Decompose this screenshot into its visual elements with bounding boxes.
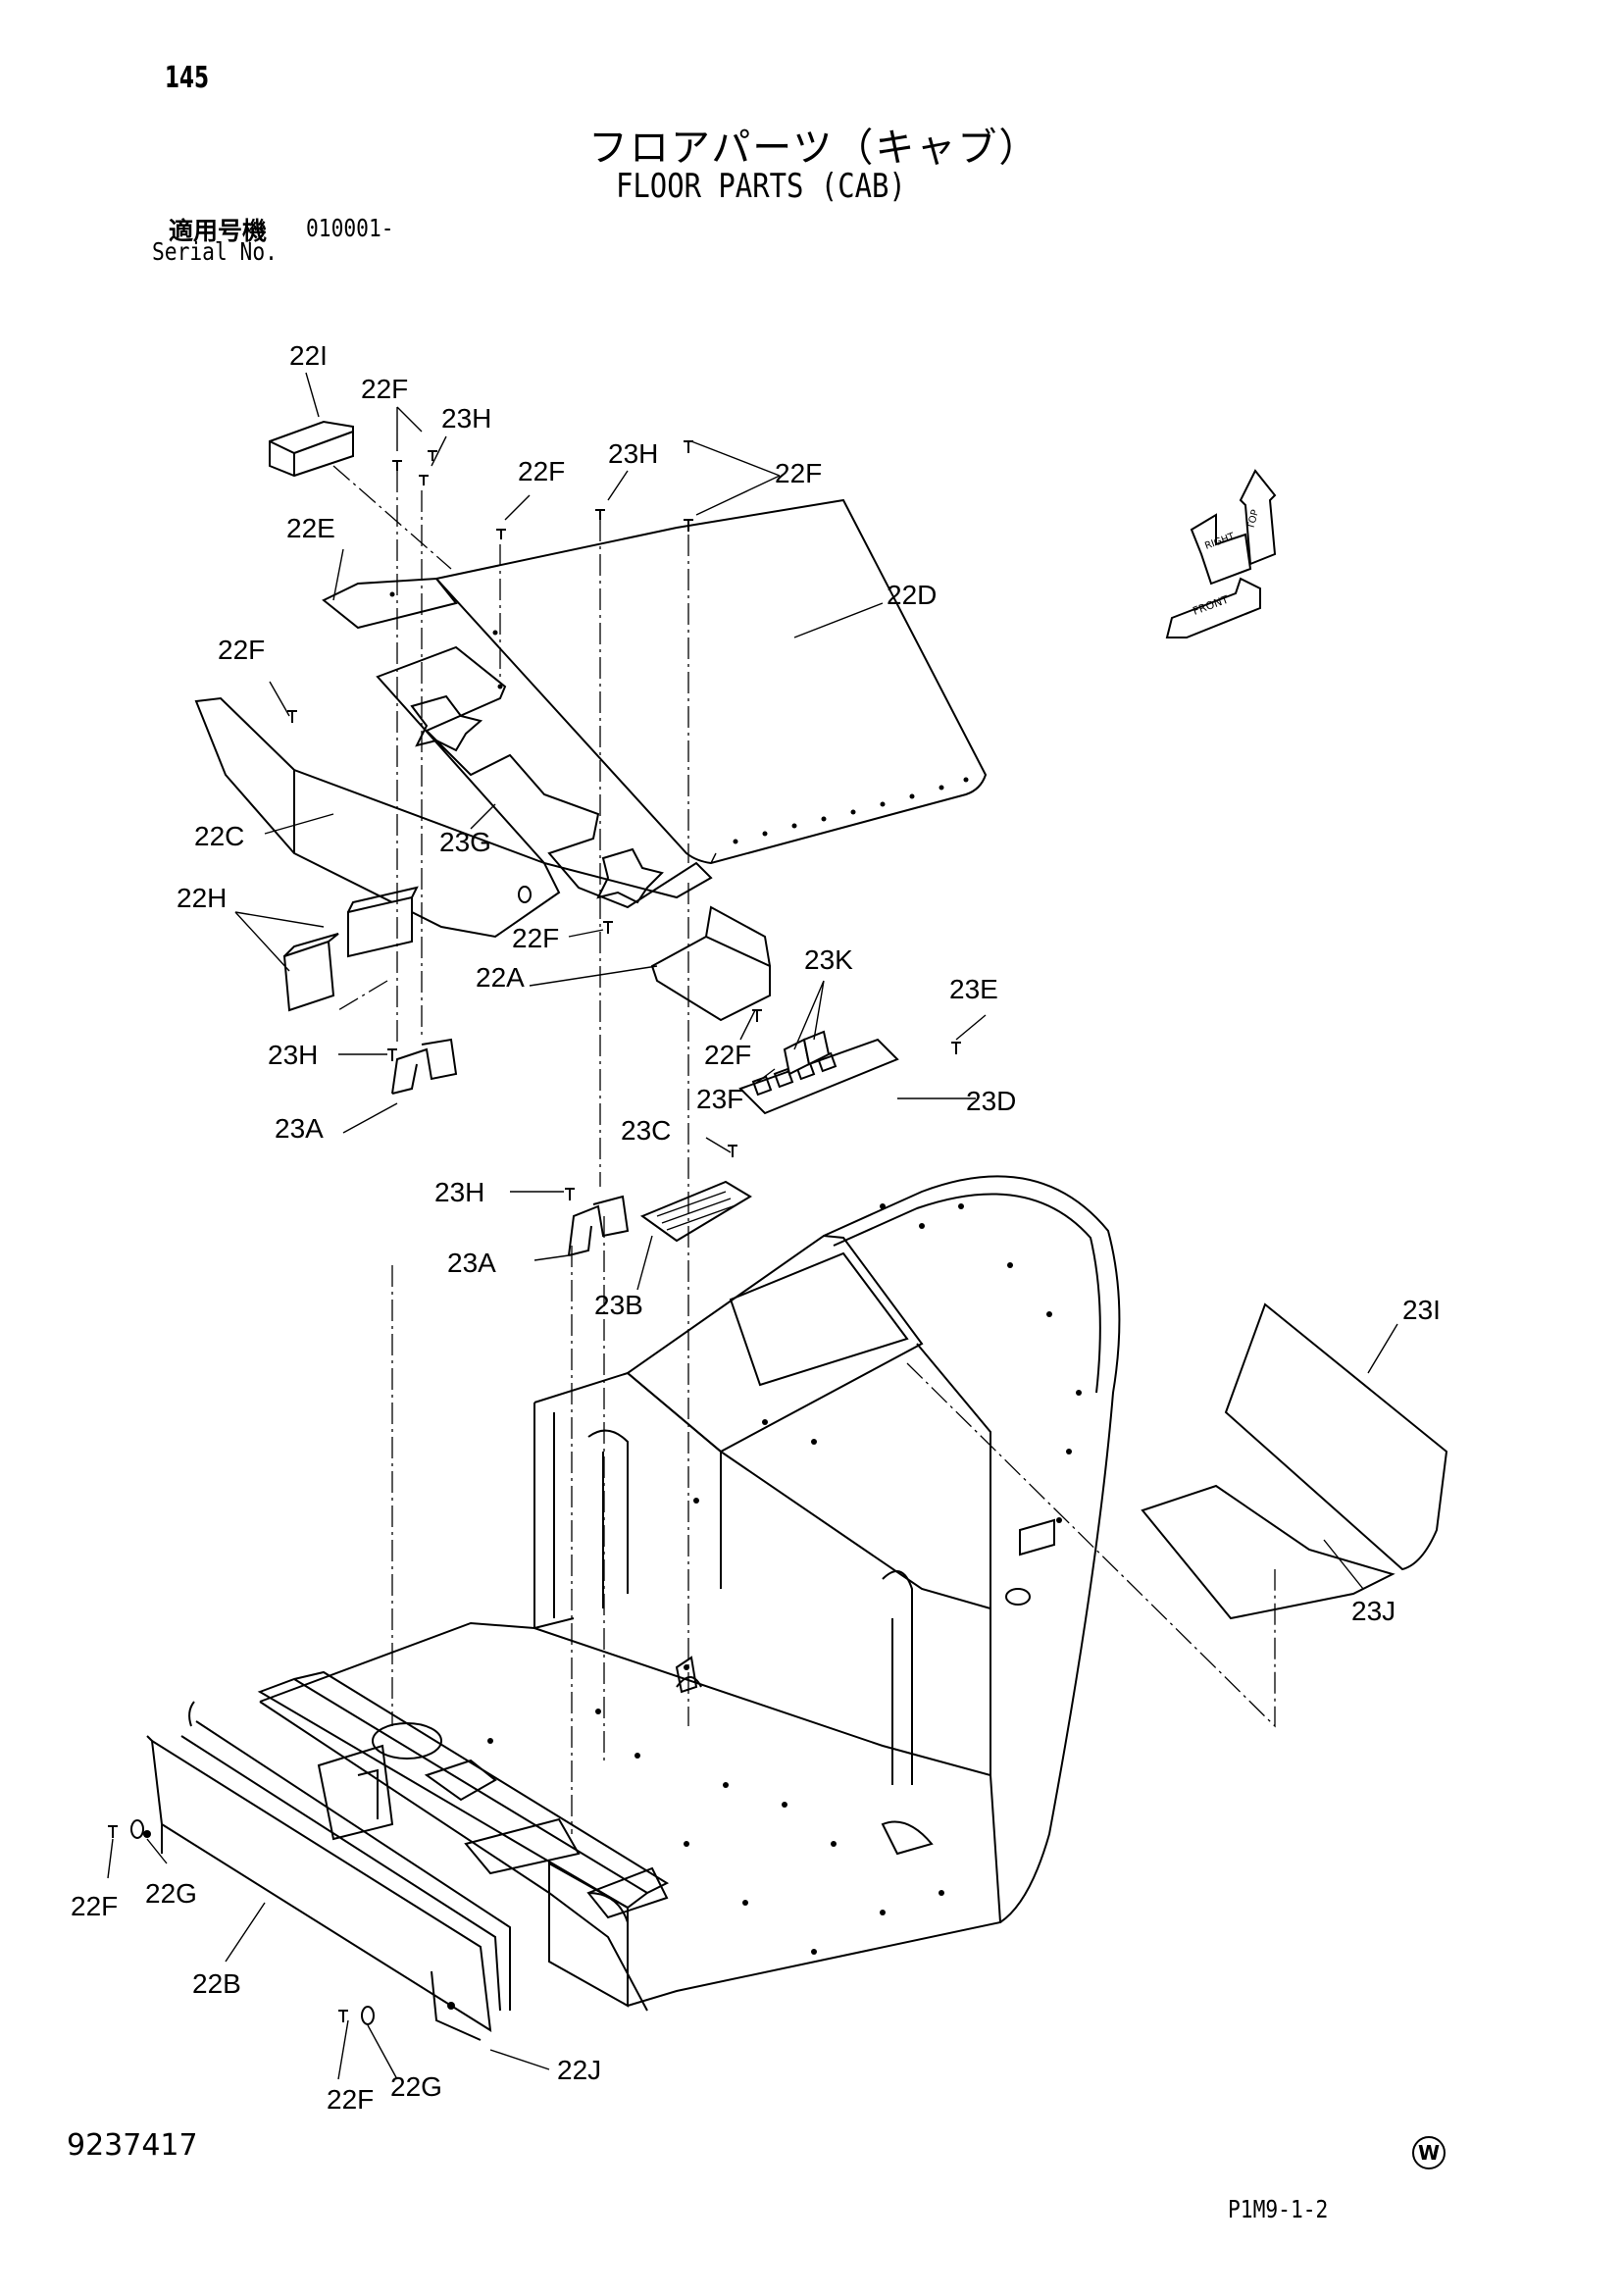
callout-labels: 22I 22F 23H 22F 23H 22F 22E 22D 22F 22C … [71,340,1441,2115]
page-number: 145 [165,61,210,95]
cab-floor-frame [257,1175,1121,2012]
cushion-pads [269,420,419,1012]
callout-23c: 23C [621,1115,671,1146]
document-number: 9237417 [67,2128,198,2163]
callout-22c: 22C [194,821,244,851]
serial-label-english: Serial No. [152,237,278,266]
callout-23h-c: 23H [268,1040,318,1070]
callout-22f-d: 22F [218,635,265,665]
callout-22f-a: 22F [361,374,408,404]
serial-number-value: 010001- [306,214,394,242]
right-label: RIGHT [1203,531,1237,551]
floor-plate-upper [194,498,988,939]
callout-23d: 23D [966,1086,1016,1116]
callout-23h-b: 23H [608,438,658,469]
callout-23i: 23I [1402,1295,1441,1325]
brackets [391,1038,630,1256]
callout-22j: 22J [557,2055,601,2085]
callout-23h-d: 23H [434,1177,484,1207]
callout-22i: 22I [289,340,328,371]
floor-mats [1141,1302,1448,1620]
page-code: P1M9-1-2 [1228,2195,1329,2223]
top-label: TOP [1245,509,1261,532]
callout-23h-a: 23H [441,403,491,434]
alignment-lines [332,465,1276,1834]
w-mark-symbol: W [1412,2136,1446,2169]
callout-22g-a: 22G [145,1878,197,1909]
serial-label-japanese: 適用号機 [169,217,268,245]
callout-22f-f: 22F [704,1040,751,1070]
callout-22f-b: 22F [518,456,565,486]
callout-23j: 23J [1351,1596,1396,1626]
page-title-japanese: フロアパーツ（キャブ） [588,126,1040,171]
front-label: FRONT [1192,593,1231,618]
callout-23b: 23B [594,1290,643,1320]
fasteners [108,440,961,2025]
callout-23a-a: 23A [275,1113,324,1144]
callout-22g-b: 22G [390,2071,442,2102]
callout-22h: 22H [177,883,227,913]
callout-22e: 22E [286,513,335,543]
page-title-english: FLOOR PARTS (CAB) [616,167,906,206]
callout-22a: 22A [476,962,525,993]
callout-23g: 23G [439,827,491,857]
callout-23f: 23F [696,1084,743,1114]
front-lower-cover [143,1701,511,2041]
switch-panel-parts [639,905,899,1243]
callout-23e: 23E [949,974,998,1004]
callout-22f-c: 22F [775,458,822,488]
orientation-indicator: FRONT RIGHT TOP [1165,469,1277,638]
callout-22f-h: 22F [327,2084,374,2115]
callout-22f-g: 22F [71,1891,118,1921]
callout-23a-b: 23A [447,1248,496,1278]
leader-lines [107,372,1398,2080]
callout-22f-e: 22F [512,923,559,953]
callout-22d: 22D [887,580,937,610]
callout-22b: 22B [192,1968,241,1999]
callout-23k: 23K [804,944,853,975]
